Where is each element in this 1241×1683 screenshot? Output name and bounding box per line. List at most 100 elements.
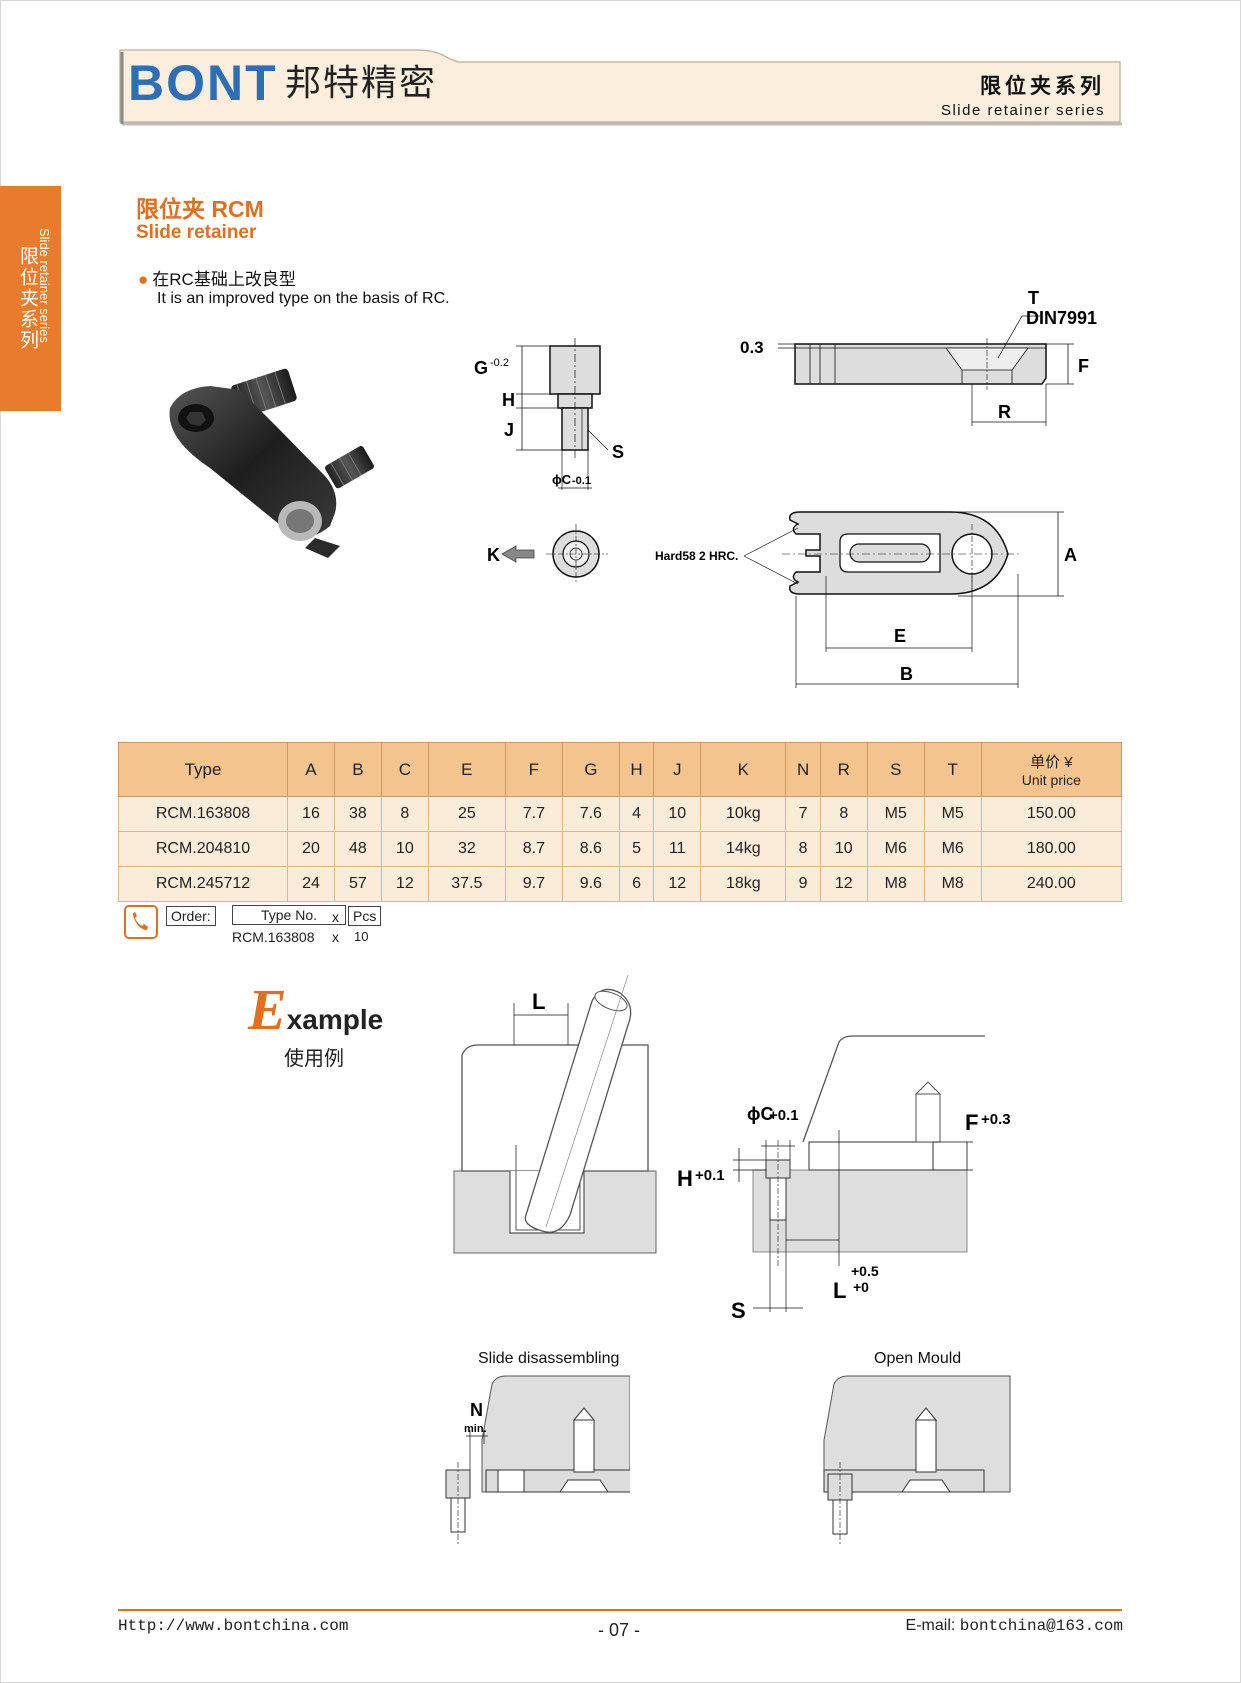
table-cell: 180.00 — [980, 831, 1123, 867]
table-cell: 7.6 — [561, 796, 620, 832]
table-cell: 10 — [819, 831, 868, 867]
product-photo — [169, 368, 374, 558]
slide-disassembling-drawing: N min. — [445, 1375, 630, 1544]
table-cell: 48 — [333, 831, 382, 867]
ex-dim-s: S — [731, 1298, 746, 1323]
side-tab-en: Slide retainer series — [37, 228, 52, 343]
table-cell: 10kg — [700, 796, 787, 832]
table-cell: M5 — [866, 796, 925, 832]
ex-dim-n-min: min. — [464, 1423, 487, 1435]
table-cell: 7.7 — [504, 796, 563, 832]
dim-t: T — [1028, 288, 1039, 308]
table-cell: 150.00 — [980, 796, 1123, 832]
table-cell: 57 — [333, 866, 382, 902]
table-cell: RCM.163808 — [118, 796, 288, 832]
product-title-cn: 限位夹 RCM — [136, 196, 264, 222]
pin-top-view: K — [487, 524, 608, 584]
table-cell: 8.7 — [504, 831, 563, 867]
ex-dim-l: L — [532, 989, 545, 1014]
table-cell: 8 — [380, 796, 429, 832]
brand-logo: BONT — [128, 55, 278, 111]
slide-disassembling-label: Slide disassembling — [478, 1350, 620, 1367]
table-cell: 20 — [287, 831, 335, 867]
col-header: K — [700, 742, 787, 797]
table-cell: RCM.245712 — [118, 866, 288, 902]
footer-url[interactable]: Http://www.bontchina.com — [118, 1617, 349, 1635]
ex-dim-c-tol: +0.1 — [769, 1107, 799, 1124]
table-cell: 7 — [785, 796, 821, 832]
table-cell: 10 — [380, 831, 429, 867]
example-rest: xample — [286, 1004, 384, 1035]
side-tab: 限位夹系列 Slide retainer series — [0, 186, 61, 411]
table-cell: 9.6 — [561, 866, 620, 902]
price-header-en: Unit price — [1021, 772, 1081, 788]
col-header: Type — [118, 742, 288, 797]
table-header-row: Type A B C E F G H J K N R S T 单价 ¥ Unit… — [118, 742, 1123, 797]
col-header: F — [504, 742, 563, 797]
order-type-no-box: Type No. — [232, 905, 346, 925]
dim-c: ϕC — [552, 472, 572, 487]
dim-k: K — [487, 545, 500, 565]
dim-h: H — [502, 390, 515, 410]
page-number: - 07 - — [598, 1620, 641, 1640]
order-example-qty: 10 — [354, 929, 369, 944]
direction-arrow-icon — [501, 545, 535, 563]
example-heading: Example — [248, 981, 384, 1039]
col-header: R — [819, 742, 868, 797]
table-cell: 32 — [427, 831, 506, 867]
spec-table: Type A B C E F G H J K N R S T 单价 ¥ Unit… — [118, 742, 1123, 902]
series-title-cn: 限位夹系列 — [980, 75, 1105, 98]
phone-icon — [124, 905, 158, 939]
retainer-side-elevation: T DIN7991 0.3 F R — [740, 288, 1097, 426]
order-example-x: x — [332, 929, 339, 945]
table-cell: 5 — [618, 831, 655, 867]
email-address[interactable]: bontchina@163.com — [959, 1617, 1123, 1635]
ex-dim-c: ϕC — [747, 1104, 774, 1124]
dim-g-tol: -0.2 — [490, 357, 509, 369]
price-header-cn: 单价 ¥ — [1030, 754, 1073, 771]
table-cell: 12 — [819, 866, 868, 902]
feature-cn: 在RC基础上改良型 — [152, 270, 296, 289]
col-header: S — [866, 742, 925, 797]
col-header: T — [923, 742, 982, 797]
table-cell: 25 — [427, 796, 506, 832]
header-banner — [118, 48, 1122, 126]
ex-dim-n: N — [470, 1400, 483, 1420]
table-cell: 240.00 — [980, 866, 1123, 902]
table-cell: 12 — [653, 866, 702, 902]
feature-bullet: ●在RC基础上改良型 — [138, 265, 296, 290]
col-header: E — [427, 742, 506, 797]
dim-g: G — [474, 358, 488, 378]
col-header: B — [333, 742, 382, 797]
table-cell: 8 — [819, 796, 868, 832]
ex-dim-l-tol-dn: +0 — [853, 1279, 869, 1295]
table-cell: 16 — [287, 796, 335, 832]
footer-email: E-mail: bontchina@163.com — [906, 1617, 1123, 1635]
table-cell: M8 — [923, 866, 982, 902]
order-x: x — [332, 909, 339, 925]
feature-en: It is an improved type on the basis of R… — [157, 290, 450, 307]
dim-din: DIN7991 — [1026, 308, 1097, 328]
table-cell: 8.6 — [561, 831, 620, 867]
col-header: A — [287, 742, 335, 797]
col-header: J — [653, 742, 702, 797]
dim-b: B — [900, 664, 913, 684]
order-label: Order: — [166, 906, 216, 926]
table-cell: 4 — [618, 796, 655, 832]
table-cell: M5 — [923, 796, 982, 832]
dim-a: A — [1064, 545, 1077, 565]
col-header: H — [618, 742, 655, 797]
table-cell: 14kg — [700, 831, 787, 867]
table-cell: M8 — [866, 866, 925, 902]
col-header: C — [380, 742, 429, 797]
table-cell: 18kg — [700, 866, 787, 902]
table-cell: 12 — [380, 866, 429, 902]
table-cell: 6 — [618, 866, 655, 902]
example-heading-cn: 使用例 — [284, 1048, 344, 1070]
table-cell: 38 — [333, 796, 382, 832]
ex-dim-h-tol: +0.1 — [695, 1167, 725, 1184]
side-tab-cn: 限位夹系列 — [17, 246, 38, 351]
table-cell: 9 — [785, 866, 821, 902]
